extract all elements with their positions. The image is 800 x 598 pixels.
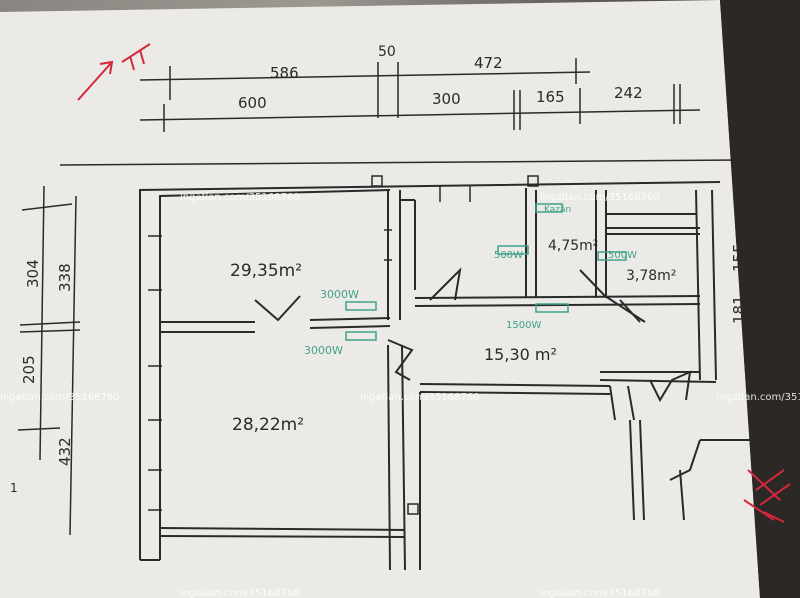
dim-300: 300	[432, 90, 461, 108]
radiator-label-4: 500W	[608, 250, 637, 261]
room-area-upper-left: 29,35m²	[230, 261, 302, 281]
dim-472: 472	[474, 54, 503, 72]
dim-181: 181	[730, 295, 748, 324]
watermark-5: ingatlan.com/35168760	[716, 392, 800, 403]
radiator-label-1: 3000W	[320, 288, 359, 301]
radiator-symbols	[345, 203, 627, 341]
top-dimension-lines	[59, 58, 741, 166]
radiator-label-2: 3000W	[304, 344, 343, 357]
room-area-lower-left: 28,22m²	[232, 415, 304, 435]
watermark-6: ingatlan.com/35168760	[180, 588, 300, 598]
dim-432: 432	[56, 437, 74, 466]
north-arrow-icon	[77, 43, 151, 101]
walls	[139, 181, 780, 571]
dim-205: 205	[20, 355, 38, 384]
watermarks: ingatlan.com/35168760 ingatlan.com/35168…	[0, 192, 800, 598]
dim-50: 50	[378, 44, 396, 60]
red-hatch-mark	[743, 469, 791, 523]
dim-304: 304	[24, 259, 42, 288]
watermark-3: ingatlan.com/35168760	[0, 392, 120, 403]
dim-600: 600	[238, 94, 267, 112]
dim-242: 242	[614, 84, 643, 102]
watermark-7: ingatlan.com/35168760	[540, 588, 660, 598]
room-area-hall: 15,30 m²	[484, 345, 557, 364]
dim-338: 338	[56, 263, 74, 292]
dim-155: 155	[730, 243, 748, 272]
watermark-2: ingatlan.com/35168760	[540, 192, 660, 203]
watermark-4: ingatlan.com/35168760	[360, 392, 480, 403]
radiator-label-5: 1500W	[506, 320, 541, 331]
left-dimension-lines	[17, 185, 81, 536]
kazan-label: Kazán	[544, 205, 571, 215]
chimney-markers	[371, 175, 539, 515]
paper-sheet	[0, 0, 760, 598]
room-area-wc: 3,78m²	[626, 268, 676, 284]
radiator-label-3: 500W	[494, 250, 523, 261]
dark-edge	[720, 0, 800, 598]
watermark-1: ingatlan.com/35168760	[180, 192, 300, 203]
window-marks	[148, 186, 471, 511]
dim-165: 165	[536, 88, 565, 106]
edge-mark: 1	[10, 481, 18, 495]
dim-586: 586	[270, 64, 299, 82]
room-area-bath: 4,75m²	[548, 238, 598, 254]
